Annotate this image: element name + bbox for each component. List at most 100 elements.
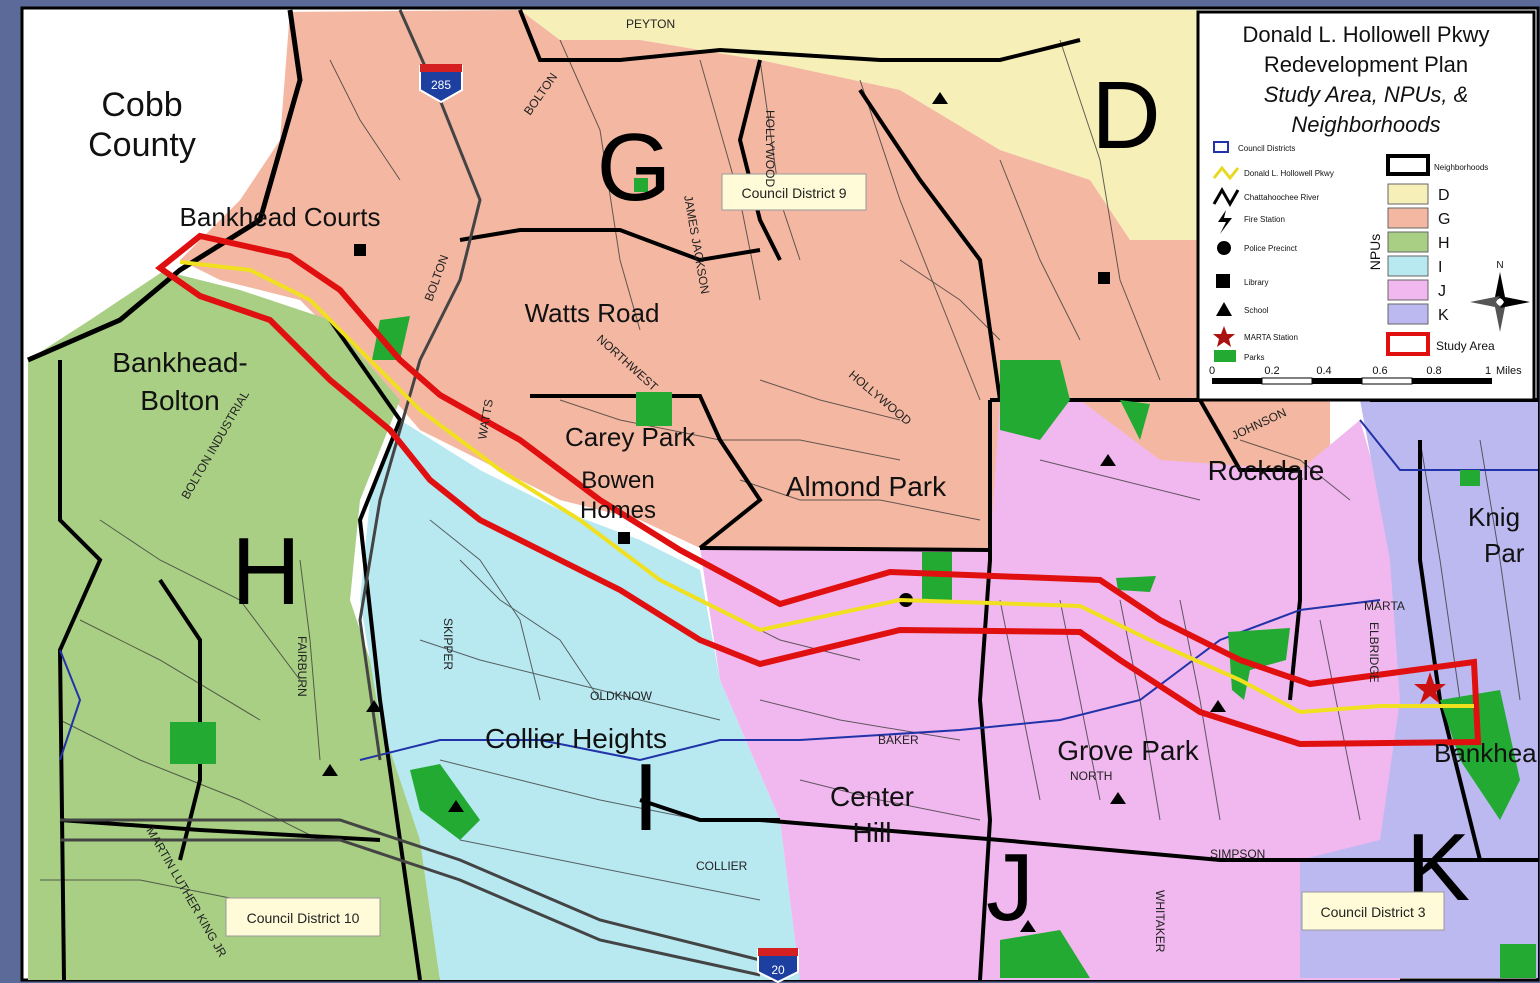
npu-h-letter: H (231, 518, 300, 625)
street-watts: WATTS (475, 398, 496, 440)
council-district-3-box: Council District 3 (1301, 891, 1445, 931)
legend-title-line2: Redevelopment Plan (1264, 52, 1468, 77)
npu-swatch-i (1387, 255, 1429, 277)
npu-d-region (520, 10, 1200, 240)
carey-park-label: Carey Park (565, 422, 696, 452)
legend-symbol-label-5: Library (1244, 278, 1268, 287)
legend-subtitle-line2: Neighborhoods (1291, 112, 1440, 137)
grove-park-label: Grove Park (1057, 735, 1200, 766)
school-icon (1216, 302, 1232, 316)
i285-label: 285 (431, 78, 451, 92)
council-district-3-label: Council District 3 (1320, 904, 1425, 920)
npu-i-letter: I (633, 744, 660, 851)
npu-swatch-h (1387, 231, 1429, 253)
scale-tick-5: 1 (1485, 365, 1491, 377)
neighborhood-legend-swatch (1386, 154, 1430, 176)
npu-h-region (28, 270, 440, 980)
street-hollywood: HOLLYWOOD (763, 110, 777, 187)
npu-g-letter: G (597, 114, 672, 221)
legend-npus-label: NPUs (1367, 234, 1383, 271)
library-icon (1216, 274, 1230, 288)
study-area-legend-swatch (1386, 332, 1430, 356)
hollowell-pkwy-line (179, 260, 1474, 715)
police-precinct-icon (1217, 241, 1231, 255)
council-district-symbol (1213, 141, 1229, 153)
north-arrow-icon: N (1470, 260, 1530, 332)
npu-code-d: D (1438, 187, 1450, 204)
interstate-lines (60, 9, 761, 977)
council-district-10-label: Council District 10 (247, 910, 360, 926)
street-fairburn: FAIRBURN (295, 636, 309, 697)
npu-code-i: I (1438, 259, 1442, 276)
legend-symbol-label-0: Council Districts (1238, 144, 1295, 153)
legend-symbol-label-1: Donald L. Hollowell Pkwy (1244, 169, 1334, 178)
bowen-homes-label-line2: Homes (580, 497, 656, 524)
knight-park-label-line1: Knig (1468, 502, 1520, 532)
legend-symbol-label-6: School (1244, 306, 1269, 315)
legend-neighborhoods-label: Neighborhoods (1434, 163, 1488, 172)
legend-subtitle-line1: Study Area, NPUs, & (1264, 82, 1469, 107)
parkway-symbol (1212, 165, 1240, 181)
parks-legend-swatch (1214, 350, 1236, 362)
council-district-9-box: Council District 9 (721, 173, 867, 211)
street-oldknow: OLDKNOW (590, 689, 653, 703)
marta-legend-icon (1213, 326, 1235, 347)
legend-symbol-label-4: Police Precinct (1244, 244, 1298, 253)
cobb-county-area (24, 10, 290, 360)
council-district-9-label: Council District 9 (741, 185, 846, 201)
scale-tick-0: 0 (1209, 365, 1215, 377)
bankhead-bolton-label-line2: Bolton (140, 385, 219, 416)
i20-label: 20 (771, 963, 785, 977)
marta-station-icon (1414, 672, 1446, 704)
scale-bar: 0 0.2 0.4 0.6 0.8 1 Miles (1209, 365, 1522, 385)
legend-symbol-label-2: Chattahoochee River (1244, 193, 1319, 202)
street-marta: MARTA (1364, 599, 1405, 613)
npu-code-h: H (1438, 235, 1450, 252)
center-hill-label-line2: Hill (853, 817, 892, 848)
npu-code-j: J (1438, 283, 1446, 300)
fire-station-icon (1218, 210, 1232, 234)
study-area-outline (154, 232, 1482, 748)
npu-i-region (360, 420, 800, 980)
almond-park-label: Almond Park (786, 471, 947, 502)
street-whitaker: WHITAKER (1153, 890, 1167, 953)
chattahoochee-river (27, 9, 303, 363)
knight-park-label-line2: Par (1484, 538, 1525, 568)
scale-tick-2: 0.4 (1316, 365, 1331, 377)
npu-code-k: K (1438, 307, 1449, 324)
river-symbol (1212, 186, 1240, 208)
legend-panel: Donald L. Hollowell Pkwy Redevelopment P… (1196, 10, 1536, 402)
npu-j-letter: J (986, 834, 1034, 941)
street-skipper: SKIPPER (441, 618, 455, 670)
npu-k-region (1300, 400, 1538, 978)
legend-symbol-label-3: Fire Station (1244, 215, 1285, 224)
street-baker: BAKER (878, 733, 919, 747)
npu-swatch-d (1387, 183, 1429, 205)
scale-tick-3: 0.6 (1372, 365, 1387, 377)
street-peyton: PEYTON (626, 17, 675, 31)
npu-d-letter: D (1091, 62, 1160, 169)
street-network (40, 39, 1521, 921)
npu-swatches: D G H I J K (1387, 183, 1450, 325)
bankhead-courts-label: Bankhead Courts (180, 202, 381, 232)
center-hill-label-line1: Center (830, 781, 914, 812)
npu-swatch-k (1387, 303, 1429, 325)
parks (170, 178, 1536, 978)
legend-symbols: Council Districts Donald L. Hollowell Pk… (1212, 141, 1334, 362)
scale-tick-1: 0.2 (1264, 365, 1279, 377)
street-elbridge: ELBRIDGE (1367, 622, 1381, 683)
bankhead-bolton-label-line1: Bankhead- (112, 347, 247, 378)
place-labels: Cobb County Bankhead Courts Watts Road B… (88, 86, 1537, 848)
watts-road-label: Watts Road (525, 298, 660, 328)
street-collier: COLLIER (696, 859, 748, 873)
legend-symbol-label-8: Parks (1244, 353, 1264, 362)
scale-unit: Miles (1496, 365, 1522, 377)
legend-title-line1: Donald L. Hollowell Pkwy (1243, 22, 1490, 47)
cobb-label-line2: County (88, 126, 196, 164)
scale-tick-4: 0.8 (1426, 365, 1441, 377)
npu-code-g: G (1438, 211, 1450, 228)
i285-shield: 285 (419, 64, 463, 104)
bankhead-label: Bankhea (1434, 738, 1537, 768)
cobb-label-line1: Cobb (101, 86, 182, 124)
